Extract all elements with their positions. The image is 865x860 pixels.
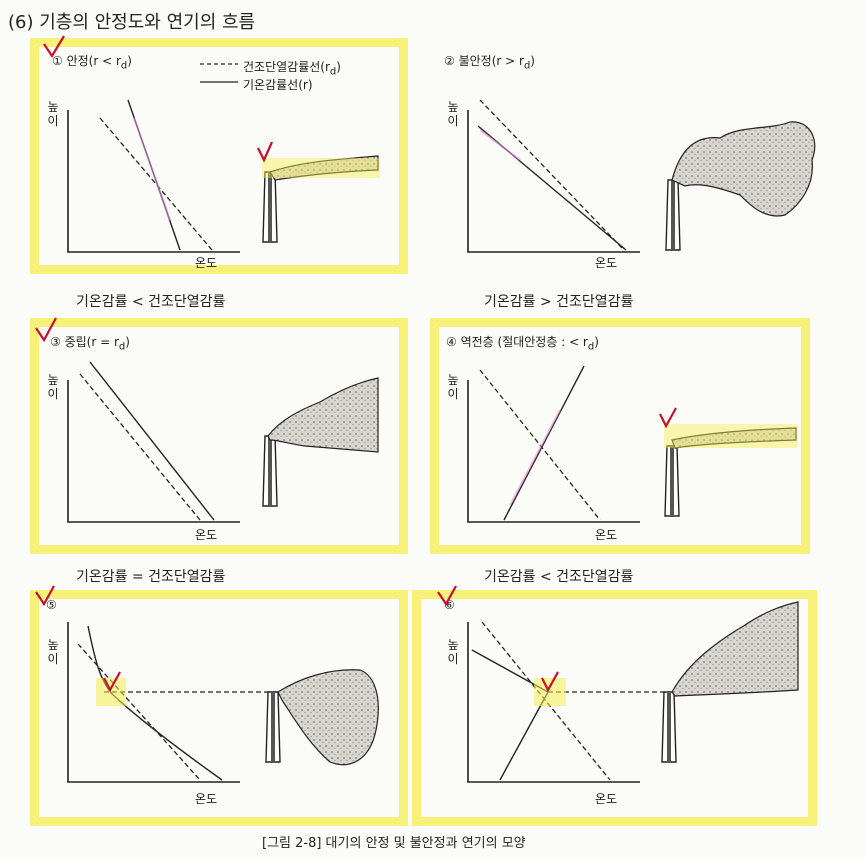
figure-caption: [그림 2-8] 대기의 안정 및 불안정과 연기의 모양 [262,836,526,851]
legend-env-label: 기온감률선(r) [243,78,313,92]
panel-1-graph [67,99,380,253]
highlight-frame-6 [412,590,817,826]
y-axis-label-2: 높이 [447,100,459,128]
y-axis-label-3: 높이 [47,373,59,401]
panel-1-label: ① 안정(r < rd) [52,54,132,72]
relation-2: 기온감률 > 건조단열감률 [484,294,634,310]
check-marks [35,35,677,693]
relation-3: 기온감률 = 건조단열감률 [76,569,226,585]
panel-2-graph [467,99,816,253]
y-axis-label-6: 높이 [447,638,459,666]
panel-2-label: ② 불안정(r > rd) [444,54,535,72]
y-axis-label-1: 높이 [47,100,59,128]
relation-5: 기온감률 < 건조단열감률 [484,569,634,585]
relation-1: 기온감률 < 건조단열감률 [76,294,226,310]
x-axis-label-2: 온도 [595,256,618,270]
highlight-frame-5 [30,590,408,826]
panel-4-label: ④ 역전층 (절대안정층 : < rd) [446,335,599,353]
panel-3-graph [67,361,379,523]
y-axis-label-4: 높이 [447,373,459,401]
page-title: (6) 기층의 안정도와 연기의 흐름 [8,12,256,33]
x-axis-label-6: 온도 [595,792,618,806]
legend-dry-label: 건조단열감률선(rd) [243,60,341,78]
highlight-frame-1 [30,38,408,274]
panel-5-label: ⑤ [46,598,57,612]
panel-4-graph [467,365,798,523]
panel-3-label: ③ 중립(r = rd) [50,335,130,353]
x-axis-label-5: 온도 [195,792,218,806]
panel-6-label: ⑥ [444,598,455,612]
panel-5-graph [67,622,379,783]
x-axis-label-4: 온도 [595,528,618,542]
highlight-frame-4 [430,318,810,554]
y-axis-label-5: 높이 [47,638,59,666]
highlight-frame-3 [30,318,408,554]
panel-6-graph [467,601,799,783]
x-axis-label-3: 온도 [195,528,218,542]
x-axis-label-1: 온도 [195,256,218,270]
